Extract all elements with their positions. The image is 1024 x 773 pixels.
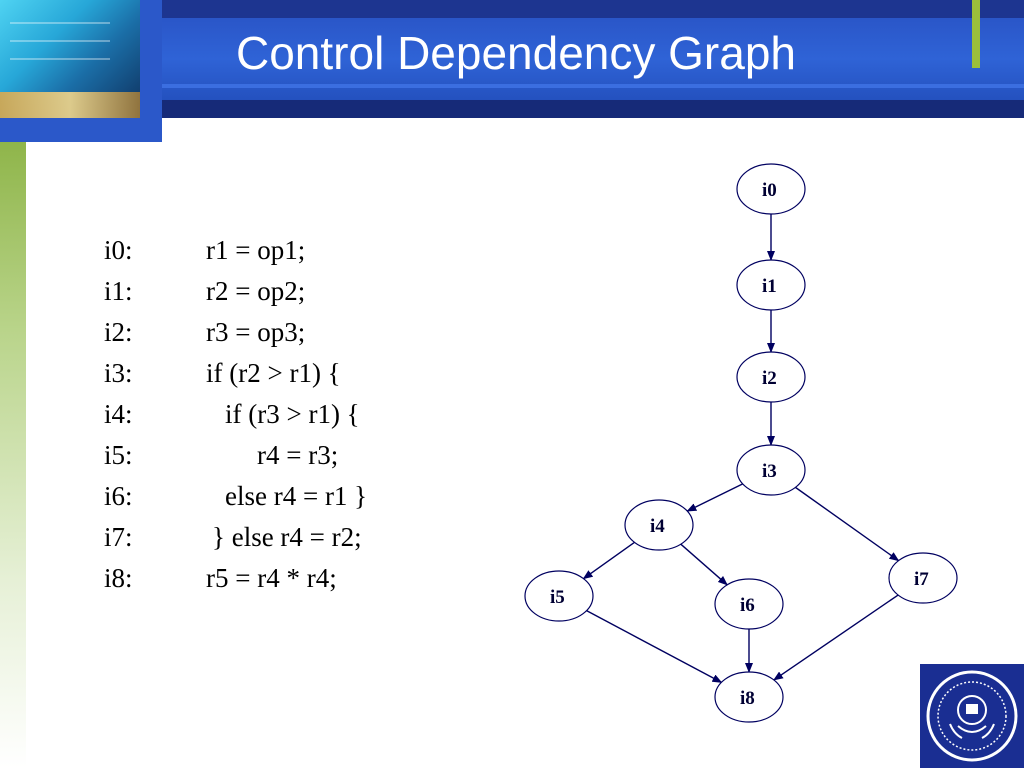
- code-line-statement: r2 = op2;: [206, 276, 306, 306]
- slide-title: Control Dependency Graph: [236, 27, 796, 79]
- header-top-strip: [160, 0, 1024, 18]
- node-label: i8: [740, 688, 755, 709]
- code-line-label: i5:: [104, 440, 133, 470]
- code-line: i5: r4 = r3;: [104, 435, 338, 476]
- left-green-sidebar: [0, 142, 26, 768]
- node-ellipse: [736, 259, 806, 311]
- node-i4: i4: [624, 499, 694, 551]
- edge-i7-i8: [773, 594, 899, 681]
- code-line: i6: else r4 = r1 }: [104, 476, 367, 517]
- node-ellipse: [736, 163, 806, 215]
- node-ellipse: [624, 499, 694, 551]
- node-i8: i8: [714, 671, 784, 723]
- edge-i3-i7: [795, 486, 900, 562]
- code-line: i4: if (r3 > r1) {: [104, 394, 360, 435]
- monitor-scanline: [10, 40, 110, 42]
- node-i1: i1: [736, 259, 806, 311]
- code-line-label: i8:: [104, 563, 133, 593]
- code-line-label: i2:: [104, 317, 133, 347]
- code-line-label: i1:: [104, 276, 133, 306]
- university-seal-logo: [920, 664, 1024, 768]
- node-label: i2: [762, 368, 777, 389]
- node-i6: i6: [714, 578, 784, 630]
- monitor-picture: [0, 0, 140, 118]
- code-line-label: i6:: [104, 481, 133, 511]
- code-line-label: i0:: [104, 235, 133, 265]
- monitor-scanline: [10, 22, 110, 24]
- code-line-statement: r4 = r3;: [257, 440, 339, 470]
- monitor-scanline: [10, 58, 110, 60]
- code-listing: i0: r1 = op1; i1: r2 = op2; i2: r3 = op3…: [104, 230, 367, 599]
- code-line: i1: r2 = op2;: [104, 271, 305, 312]
- code-line: i3: if (r2 > r1) {: [104, 353, 341, 394]
- code-line-statement: r1 = op1;: [206, 235, 306, 265]
- node-ellipse: [714, 671, 784, 723]
- code-line-label: i3:: [104, 358, 133, 388]
- code-line-statement: r5 = r4 * r4;: [206, 563, 337, 593]
- node-ellipse: [736, 351, 806, 403]
- code-line-statement: r3 = op3;: [206, 317, 306, 347]
- node-label: i5: [550, 587, 565, 608]
- header-picture-frame: [0, 0, 162, 142]
- green-accent-bar: [972, 0, 980, 68]
- node-i3: i3: [736, 444, 806, 496]
- graph-nodes: i0 i1 i2 i3 i4 i5 i6 i7 i8: [524, 163, 958, 723]
- edge-i4-i5: [582, 541, 635, 580]
- code-line: i7: } else r4 = r2;: [104, 517, 362, 558]
- node-ellipse: [888, 552, 958, 604]
- node-label: i0: [762, 180, 777, 201]
- edge-i5-i8: [586, 610, 723, 683]
- node-ellipse: [524, 570, 594, 622]
- node-ellipse: [714, 578, 784, 630]
- edge-i3-i4: [686, 483, 744, 512]
- node-ellipse: [736, 444, 806, 496]
- code-line-label: i7:: [104, 522, 133, 552]
- header-divider-line: [160, 84, 1024, 88]
- node-i7: i7: [888, 552, 958, 604]
- code-line-statement: if (r3 > r1) {: [225, 399, 360, 429]
- node-i0: i0: [736, 163, 806, 215]
- monitor-base-glow: [0, 92, 140, 118]
- node-label: i1: [762, 276, 777, 297]
- seal-icon: [926, 670, 1018, 762]
- code-line-statement: else r4 = r1 }: [225, 481, 368, 511]
- code-line-statement: if (r2 > r1) {: [206, 358, 341, 388]
- code-line: i8: r5 = r4 * r4;: [104, 558, 337, 599]
- edge-i4-i6: [680, 543, 728, 586]
- node-label: i4: [650, 516, 665, 537]
- node-i2: i2: [736, 351, 806, 403]
- node-label: i6: [740, 595, 755, 616]
- code-line: i2: r3 = op3;: [104, 312, 305, 353]
- node-label: i3: [762, 461, 777, 482]
- code-line-statement: } else r4 = r2;: [212, 522, 362, 552]
- node-i5: i5: [524, 570, 594, 622]
- code-line-label: i4:: [104, 399, 133, 429]
- node-label: i7: [914, 569, 929, 590]
- code-line: i0: r1 = op1;: [104, 230, 305, 271]
- graph-edges: [582, 214, 900, 683]
